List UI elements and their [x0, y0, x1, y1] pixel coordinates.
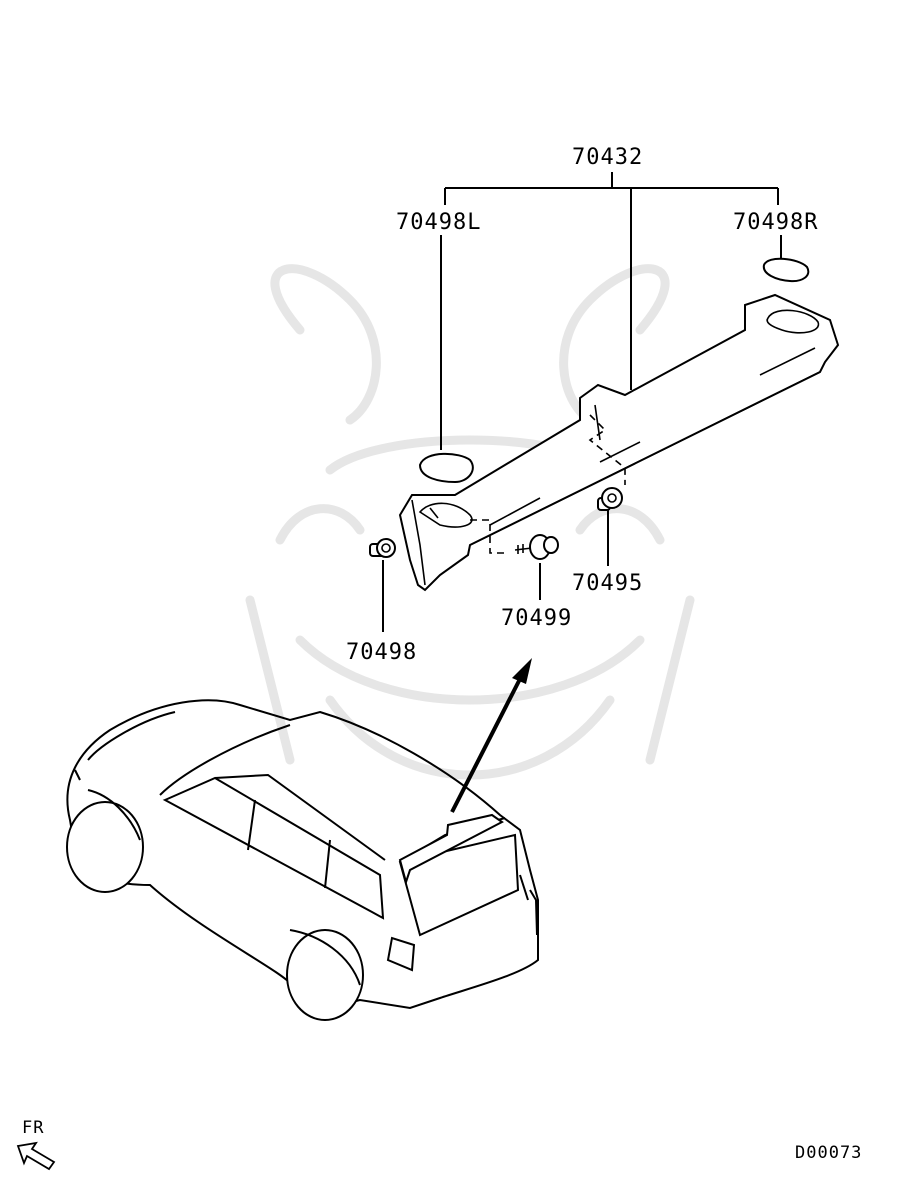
- label-right-cap: 70498R: [733, 210, 818, 235]
- diagram-code: D00073: [795, 1143, 862, 1163]
- label-fastener: 70495: [572, 571, 643, 596]
- label-screw: 70499: [501, 606, 572, 631]
- left-cap-part: [418, 452, 474, 484]
- install-dashed-lines: [470, 414, 626, 554]
- label-clip: 70498: [346, 640, 417, 665]
- label-left-cap: 70498L: [396, 210, 481, 235]
- leader-lines: [382, 172, 782, 632]
- rear-header-trim-panel: [398, 293, 840, 592]
- vehicle-illustration: [66, 699, 539, 1021]
- fastener-part: [597, 487, 623, 511]
- front-direction-label: FR: [22, 1118, 44, 1138]
- screw-part: [514, 534, 559, 560]
- clip-part: [369, 538, 396, 558]
- front-direction-arrow-icon: [16, 1141, 56, 1171]
- label-assembly: 70432: [572, 145, 643, 170]
- detail-arrow: [450, 658, 532, 813]
- right-cap-part: [762, 257, 810, 283]
